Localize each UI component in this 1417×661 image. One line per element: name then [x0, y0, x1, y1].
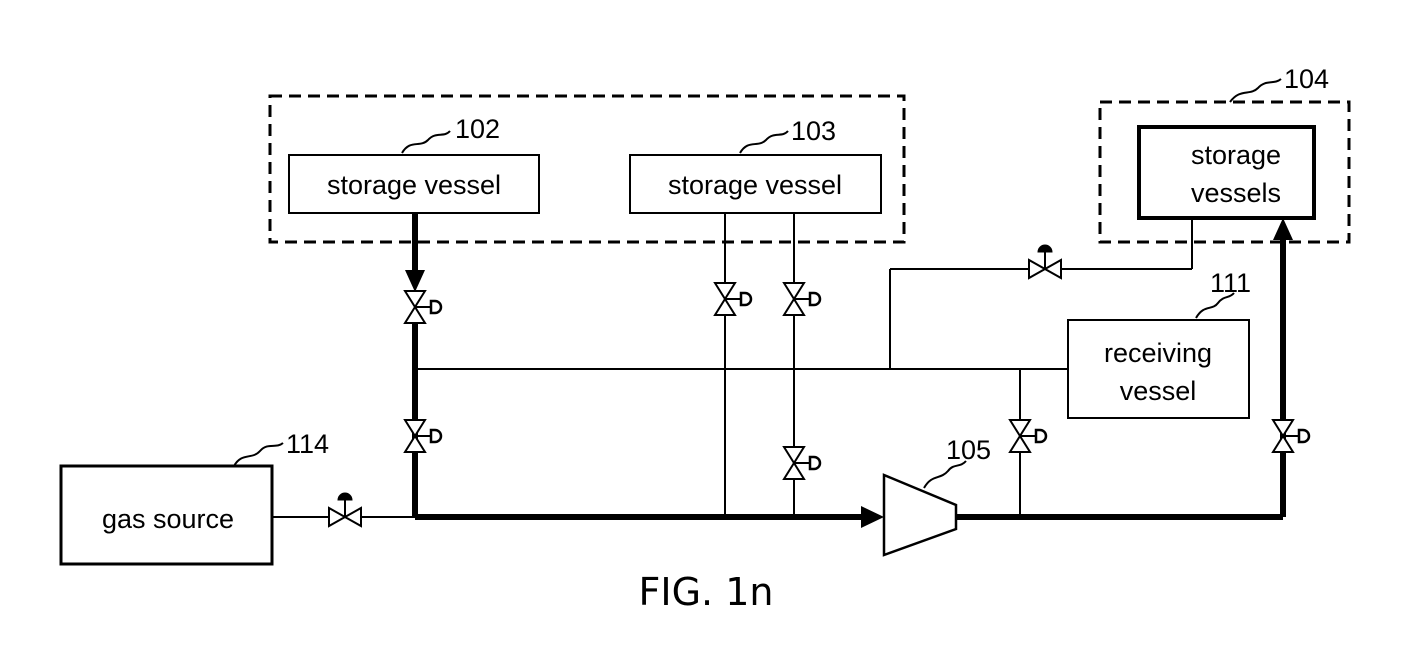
valve-icon: [784, 283, 820, 315]
manual-valve-icon: [1029, 245, 1061, 278]
thin-piping: [272, 213, 1192, 517]
valve-icon: [405, 420, 441, 452]
arrowhead-up: [1273, 218, 1293, 240]
manual-valve-icon: [329, 493, 361, 526]
arrowhead-down: [405, 270, 425, 292]
figure-caption: FIG. 1n: [639, 570, 774, 614]
valve-icon: [1010, 420, 1046, 452]
valve-icon: [784, 447, 820, 479]
storage-vessel-103-label: storage vessel: [668, 170, 842, 200]
storage-vessels-104-label-line2: vessels: [1191, 178, 1281, 208]
valve-icon: [715, 283, 751, 315]
valve-icon: [405, 291, 441, 323]
ref-102: 102: [455, 114, 500, 144]
ref-103: 103: [791, 116, 836, 146]
ref-111: 111: [1210, 268, 1251, 298]
ref-105: 105: [946, 435, 991, 465]
gas-source-114-label: gas source: [102, 504, 234, 534]
arrowhead-right: [861, 506, 884, 528]
storage-vessels-104-label-line1: storage: [1191, 140, 1281, 170]
valve-icon: [1273, 420, 1309, 452]
storage-vessel-102-label: storage vessel: [327, 170, 501, 200]
leader-lines: [234, 79, 1281, 488]
ref-104: 104: [1284, 64, 1329, 94]
compressor-105: [884, 475, 956, 555]
receiving-vessel-111-label-line2: vessel: [1120, 376, 1197, 406]
receiving-vessel-111-label-line1: receiving: [1104, 338, 1212, 368]
ref-114: 114: [286, 429, 329, 459]
